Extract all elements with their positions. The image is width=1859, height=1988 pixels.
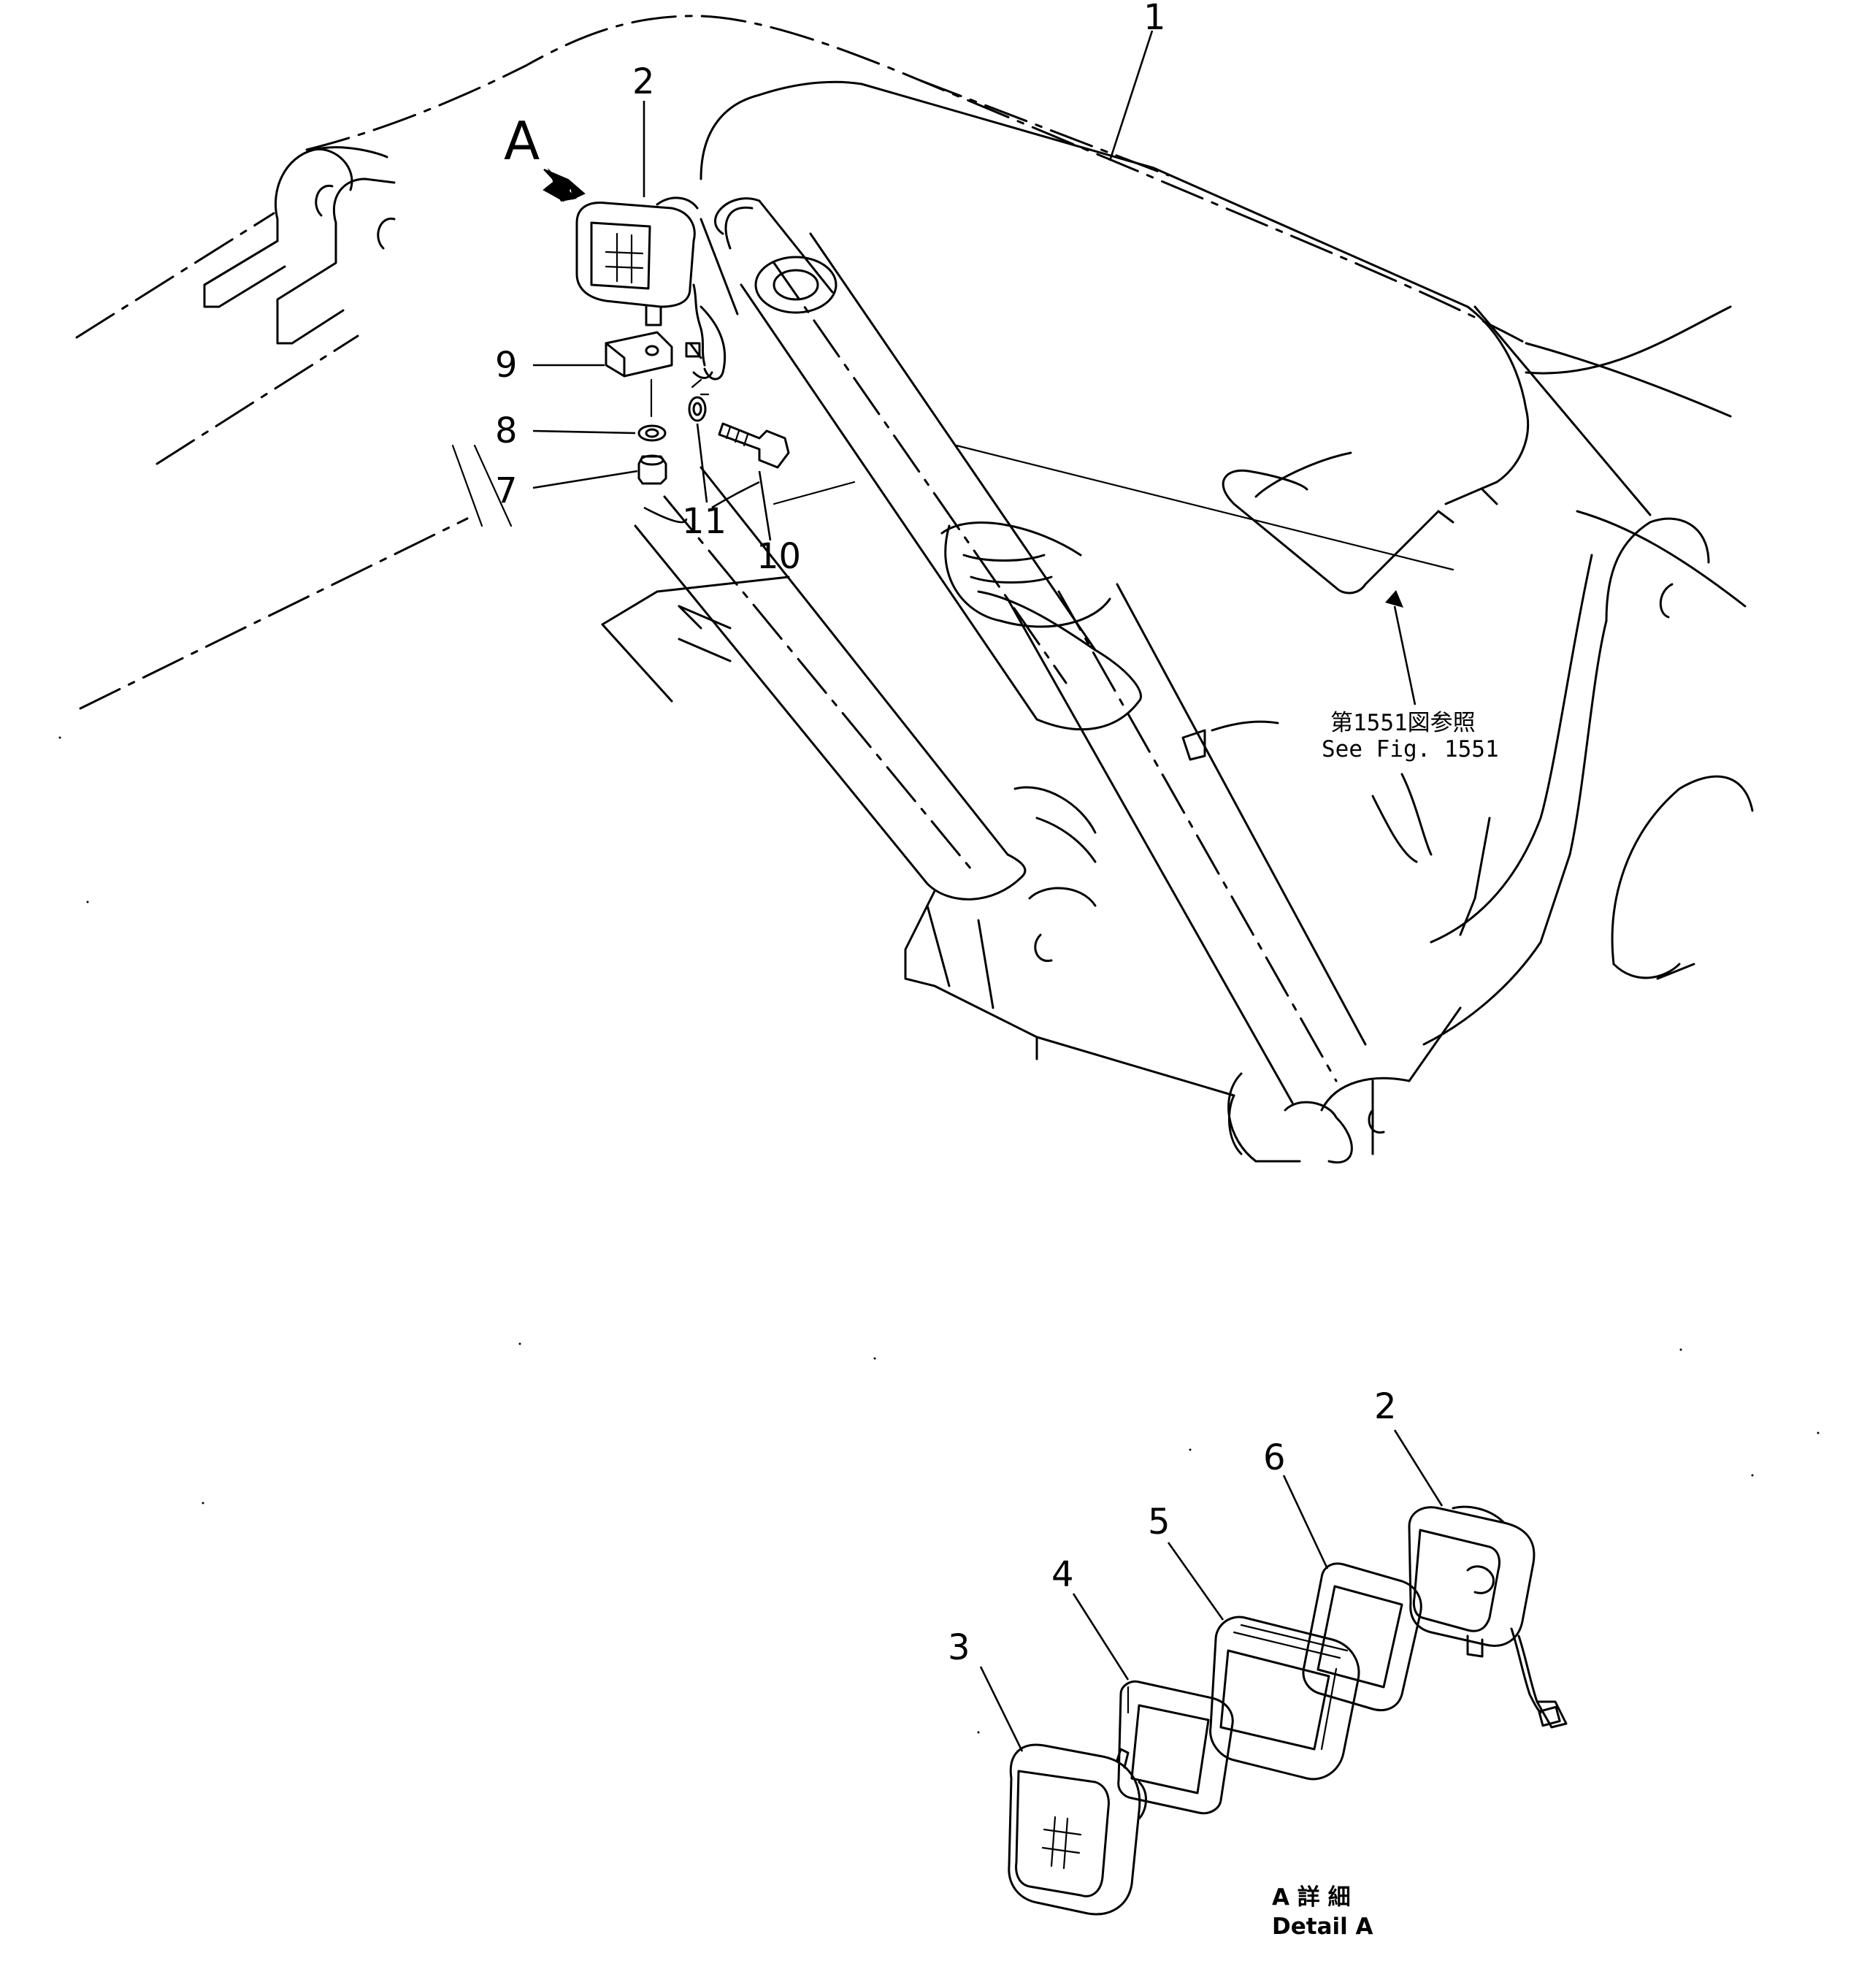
detail-callout-3: 3 <box>948 1627 970 1668</box>
callout-9: 9 <box>495 345 518 386</box>
view-arrow-a-label: A <box>504 110 540 172</box>
upper-callouts: 1 2 9 8 7 11 10 第1551図参照 See Fig. 1551 <box>495 0 1499 762</box>
reflector-part-5 <box>1209 1616 1360 1781</box>
seal-ring-part-6 <box>1302 1562 1422 1712</box>
view-arrow-a: A <box>504 110 586 202</box>
callout-2: 2 <box>632 61 655 102</box>
callout-8: 8 <box>495 410 518 451</box>
detail-a-exploded-view: 3 4 5 6 2 A 詳 細 Detail A <box>948 1386 1568 1940</box>
scan-specks <box>58 736 1820 1734</box>
reference-note-jp: 第1551図参照 <box>1330 710 1476 736</box>
detail-label-jp: A 詳 細 <box>1272 1884 1351 1911</box>
detail-callout-4: 4 <box>1051 1554 1074 1595</box>
callout-1: 1 <box>1143 0 1166 38</box>
gasket-part-4 <box>1117 1680 1234 1815</box>
callout-11: 11 <box>682 501 727 542</box>
detail-callout-2: 2 <box>1374 1386 1397 1427</box>
reference-note-en: See Fig. 1551 <box>1322 736 1499 762</box>
callout-7: 7 <box>495 470 518 511</box>
housing-part-2 <box>1408 1505 1568 1729</box>
mounting-hardware <box>605 331 790 485</box>
lens-part-3 <box>1008 1743 1147 1916</box>
boom-structure <box>75 15 1754 1163</box>
detail-label-en: Detail A <box>1272 1914 1373 1940</box>
detail-callout-5: 5 <box>1148 1502 1170 1542</box>
detail-callout-6: 6 <box>1263 1437 1286 1478</box>
work-lamp-assembly <box>575 196 727 381</box>
callout-10: 10 <box>756 536 801 577</box>
